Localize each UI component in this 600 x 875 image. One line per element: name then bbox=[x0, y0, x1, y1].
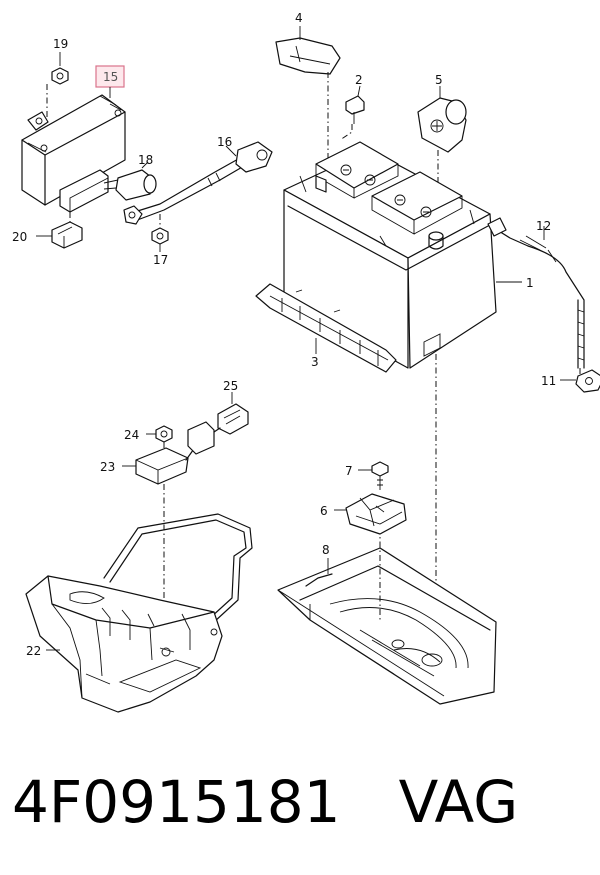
label-19: 19 bbox=[53, 37, 68, 51]
part-16-cable[interactable] bbox=[123, 141, 273, 225]
part-18-plug[interactable] bbox=[103, 169, 157, 201]
label-2: 2 bbox=[355, 73, 363, 87]
part-4-cover[interactable] bbox=[275, 37, 341, 75]
part-2-bolt[interactable] bbox=[345, 95, 365, 124]
label-5: 5 bbox=[435, 73, 443, 87]
label-3: 3 bbox=[311, 355, 319, 369]
part-number-caption: 4F0915181 VAG bbox=[12, 762, 592, 842]
label-20: 20 bbox=[12, 230, 27, 244]
label-4: 4 bbox=[295, 11, 303, 25]
part-11-nut[interactable] bbox=[575, 369, 600, 393]
label-18: 18 bbox=[138, 153, 153, 167]
label-8: 8 bbox=[322, 543, 330, 557]
part-number: 4F0915181 bbox=[12, 768, 341, 836]
part-6-clamp[interactable] bbox=[345, 493, 407, 535]
label-22: 22 bbox=[26, 644, 41, 658]
parts-diagram: 15 19 18 16 20 17 4 2 5 12 1 3 11 25 24 … bbox=[12, 11, 600, 713]
label-24: 24 bbox=[124, 428, 139, 442]
label-23: 23 bbox=[100, 460, 115, 474]
part-23-bracket[interactable] bbox=[135, 421, 221, 485]
part-7-bolt[interactable] bbox=[371, 461, 389, 490]
label-25: 25 bbox=[223, 379, 238, 393]
part-22-tray-base[interactable] bbox=[25, 513, 253, 713]
part-8-tray[interactable] bbox=[277, 547, 497, 705]
label-7: 7 bbox=[345, 464, 353, 478]
label-1: 1 bbox=[526, 276, 534, 290]
part-17-bolt[interactable] bbox=[151, 227, 169, 245]
part-25-connector[interactable] bbox=[217, 403, 249, 435]
part-15-control-module[interactable] bbox=[21, 94, 126, 213]
label-12: 12 bbox=[536, 219, 551, 233]
part-24-nut[interactable] bbox=[155, 425, 173, 443]
part-20-clip[interactable] bbox=[51, 221, 83, 249]
part-1-battery[interactable] bbox=[283, 141, 497, 369]
label-17: 17 bbox=[153, 253, 168, 267]
part-5-terminal-cap[interactable] bbox=[417, 97, 467, 153]
label-6: 6 bbox=[320, 504, 328, 518]
label-16: 16 bbox=[217, 135, 232, 149]
part-3-rail[interactable] bbox=[255, 283, 397, 373]
label-15: 15 bbox=[103, 70, 118, 84]
part-12-earth-strap[interactable] bbox=[487, 217, 585, 369]
brand-name: VAG bbox=[398, 768, 519, 836]
part-19-nut[interactable] bbox=[51, 67, 69, 85]
label-11: 11 bbox=[541, 374, 556, 388]
